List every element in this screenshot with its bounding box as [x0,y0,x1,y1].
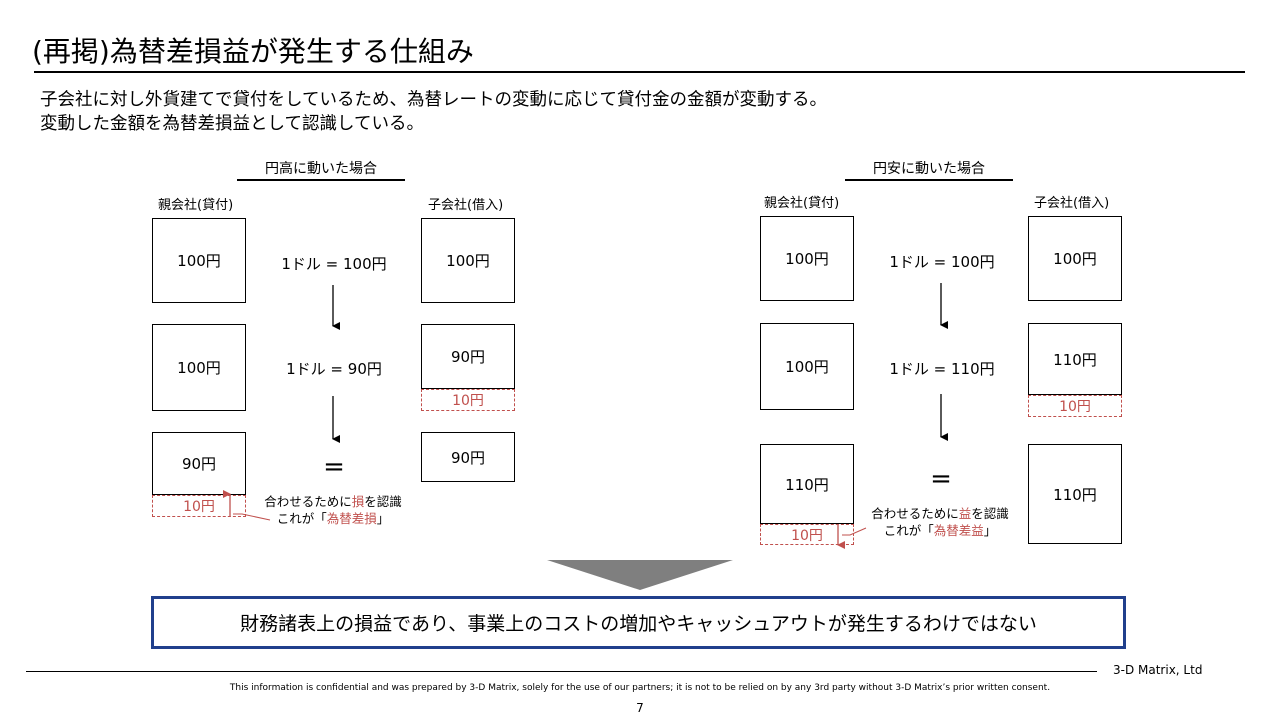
left-parent-box-2: 100円 [152,324,246,411]
right-note-connector [842,527,867,536]
subtitle-line-2: 変動した金額を為替差損益として認識している。 [40,114,424,134]
left-heading: 円高に動いた場合 [265,161,377,177]
left-note-line-2: これが「為替差損」 [276,511,390,526]
title-divider [34,71,1245,73]
left-parent-box-3: 90円 [152,432,246,495]
left-note-highlight-2: 為替差損 [326,511,377,526]
left-heading-underline [237,179,405,181]
right-heading-underline [845,179,1013,181]
left-child-box-3: 90円 [421,432,515,482]
right-rate-2: 1ドル = 110円 [889,360,995,378]
left-child-box-2: 90円 [421,324,515,389]
left-note-line-1: 合わせるために損を認識 [264,494,402,509]
right-child-box-2: 110円 [1028,323,1122,395]
right-child-box-3: 110円 [1028,444,1122,544]
chevron-down-shape [547,560,733,590]
right-parent-box-1: 100円 [760,216,854,301]
footer-divider [26,671,1097,672]
left-parent-box-1: 100円 [152,218,246,303]
left-note-connector [233,513,271,521]
right-parent-box-2: 100円 [760,323,854,410]
right-parent-box-3: 110円 [760,444,854,524]
conclusion-box: 財務諸表上の損益であり、事業上のコストの増加やキャッシュアウトが発生するわけでは… [151,596,1126,649]
page-title: (再掲)為替差損益が発生する仕組み [32,35,474,68]
left-note-highlight-1: 損 [351,494,365,509]
left-parent-label: 親会社(貸付) [158,198,234,213]
left-rate-2: 1ドル = 90円 [286,360,382,378]
right-note-line-1: 合わせるために益を認識 [871,506,1009,521]
right-rate-1: 1ドル = 100円 [889,253,995,271]
right-child-box-1: 100円 [1028,216,1122,301]
right-child-label: 子会社(借入) [1034,196,1110,211]
right-equals-sign: = [930,464,952,494]
subtitle-line-1: 子会社に対し外貨建てで貸付をしているため、為替レートの変動に応じて貸付金の金額が… [40,90,827,110]
disclaimer: This information is confidential and was… [229,683,1051,693]
right-parent-diff-box: 10円 [760,524,854,545]
page-number: 7 [636,701,644,715]
left-rate-1: 1ドル = 100円 [281,255,387,273]
left-parent-diff-box: 10円 [152,495,246,517]
left-equals-sign: = [323,452,345,482]
right-parent-label: 親会社(貸付) [764,196,840,211]
left-child-box-1: 100円 [421,218,515,303]
right-heading: 円安に動いた場合 [873,161,985,177]
left-child-diff-box: 10円 [421,389,515,411]
right-note-highlight-1: 益 [958,506,972,521]
right-note-highlight-2: 為替差益 [933,523,984,538]
company-name: 3-D Matrix, Ltd [1113,663,1203,677]
left-child-label: 子会社(借入) [428,198,504,213]
right-note-line-2: これが「為替差益」 [883,523,997,538]
right-child-diff-box: 10円 [1028,395,1122,417]
